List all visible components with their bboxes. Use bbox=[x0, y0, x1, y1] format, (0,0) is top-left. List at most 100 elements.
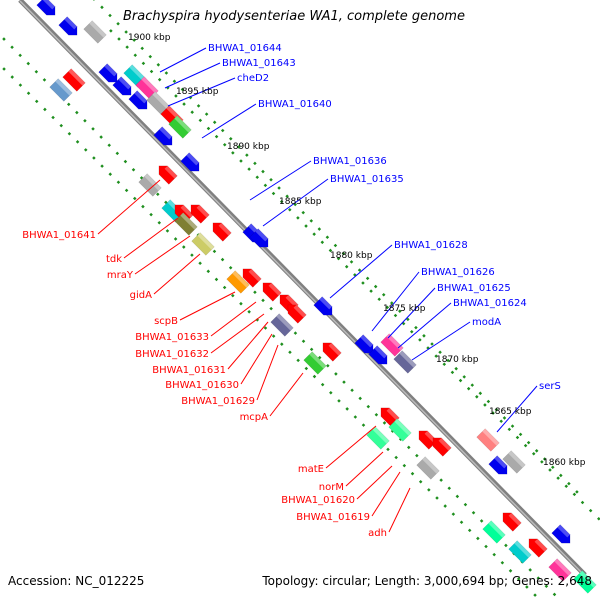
backbone-highlight bbox=[19, 0, 586, 577]
forward-label-connector bbox=[201, 103, 257, 139]
kbp-tick-label: 1875 kbp bbox=[383, 304, 426, 314]
forward-label-connector bbox=[159, 47, 207, 73]
gene-feature-2 bbox=[58, 16, 78, 36]
forward-gene-label: cheD2 bbox=[237, 73, 269, 84]
gene-feature-47 bbox=[502, 450, 526, 474]
reverse-gene-label: BHWA1_01641 bbox=[22, 230, 96, 241]
gene-feature-13 bbox=[168, 115, 192, 139]
forward-gene-label: serS bbox=[539, 381, 561, 392]
gene-feature-52 bbox=[551, 524, 571, 544]
gene-feature-50 bbox=[508, 540, 532, 564]
reverse-gene-label: adh bbox=[368, 528, 387, 539]
dotted-track-1 bbox=[93, 0, 581, 496]
gene-feature-53 bbox=[548, 558, 572, 582]
gene-feature-15 bbox=[180, 152, 200, 172]
dotted-track-4 bbox=[0, 63, 541, 600]
gene-feature-29 bbox=[287, 304, 307, 324]
gene-feature-40 bbox=[388, 418, 412, 442]
reverse-gene-label: BHWA1_01633 bbox=[135, 332, 209, 343]
reverse-gene-label: BHWA1_01619 bbox=[296, 512, 370, 523]
reverse-label-connector bbox=[345, 451, 384, 487]
kbp-tick-label: 1860 kbp bbox=[543, 458, 586, 468]
gene-feature-33 bbox=[322, 342, 342, 362]
reverse-label-connector bbox=[134, 235, 191, 275]
reverse-gene-label: BHWA1_01630 bbox=[165, 380, 239, 391]
gene-feature-23 bbox=[212, 222, 232, 242]
kbp-tick-label: 1870 kbp bbox=[436, 355, 479, 365]
reverse-gene-label: gidA bbox=[130, 290, 152, 301]
reverse-label-connector bbox=[388, 487, 411, 533]
forward-gene-label: BHWA1_01636 bbox=[313, 156, 387, 167]
reverse-gene-label: BHWA1_01632 bbox=[135, 349, 209, 360]
gene-feature-37 bbox=[380, 333, 404, 357]
forward-gene-label: BHWA1_01624 bbox=[453, 298, 527, 309]
forward-gene-label: BHWA1_01640 bbox=[258, 99, 332, 110]
reverse-label-connector bbox=[210, 313, 265, 354]
gene-feature-1 bbox=[36, 0, 56, 16]
gene-feature-49 bbox=[482, 520, 506, 544]
gene-feature-46 bbox=[488, 455, 508, 475]
forward-label-connector bbox=[397, 302, 452, 349]
forward-label-connector bbox=[387, 287, 436, 339]
reverse-gene-label: tdk bbox=[106, 254, 122, 265]
forward-gene-label: BHWA1_01635 bbox=[330, 174, 404, 185]
reverse-gene-label: BHWA1_01631 bbox=[152, 365, 226, 376]
gene-feature-14 bbox=[153, 126, 173, 146]
gene-feature-31 bbox=[270, 313, 294, 337]
kbp-tick-label: 1880 kbp bbox=[330, 251, 373, 261]
forward-gene-label: BHWA1_01626 bbox=[421, 267, 495, 278]
forward-label-connector bbox=[164, 62, 221, 89]
gene-feature-21 bbox=[174, 212, 198, 236]
gene-feature-27 bbox=[262, 282, 282, 302]
reverse-label-connector bbox=[227, 321, 269, 370]
reverse-label-connector bbox=[256, 344, 279, 401]
reverse-label-connector bbox=[153, 253, 201, 295]
reverse-label-connector bbox=[356, 465, 393, 500]
reverse-label-connector bbox=[325, 425, 377, 469]
forward-label-connector bbox=[411, 321, 471, 361]
reverse-label-connector bbox=[240, 333, 273, 385]
genome-summary: Topology: circular; Length: 3,000,694 bp… bbox=[262, 574, 592, 588]
accession-text: Accession: NC_012225 bbox=[8, 574, 145, 588]
reverse-gene-label: norM bbox=[319, 482, 344, 493]
gene-feature-36 bbox=[368, 345, 388, 365]
forward-label-connector bbox=[249, 160, 312, 201]
reverse-label-connector bbox=[210, 301, 257, 337]
forward-label-connector bbox=[167, 77, 236, 107]
gene-feature-20 bbox=[190, 204, 210, 224]
reverse-gene-label: matE bbox=[298, 464, 324, 475]
reverse-gene-label: BHWA1_01629 bbox=[181, 396, 255, 407]
forward-label-connector bbox=[329, 244, 393, 299]
reverse-label-connector bbox=[269, 372, 304, 417]
reverse-gene-label: mraY bbox=[107, 270, 134, 281]
gene-feature-54 bbox=[573, 570, 597, 594]
gene-feature-4 bbox=[62, 68, 86, 92]
gene-feature-22 bbox=[191, 232, 215, 256]
gene-feature-16 bbox=[158, 165, 178, 185]
gene-feature-6 bbox=[98, 63, 118, 83]
gene-feature-26 bbox=[242, 268, 262, 288]
forward-gene-label: BHWA1_01643 bbox=[222, 58, 296, 69]
gene-feature-32 bbox=[313, 296, 333, 316]
reverse-label-connector bbox=[371, 471, 401, 517]
gene-feature-25 bbox=[249, 228, 269, 248]
gene-feature-5 bbox=[49, 78, 73, 102]
gene-feature-43 bbox=[432, 437, 452, 457]
gene-feature-30 bbox=[226, 270, 250, 294]
reverse-label-connector bbox=[97, 179, 161, 235]
gene-feature-45 bbox=[476, 428, 500, 452]
kbp-tick-label: 1890 kbp bbox=[227, 142, 270, 152]
gene-feature-3 bbox=[83, 20, 107, 44]
forward-gene-label: BHWA1_01644 bbox=[208, 43, 282, 54]
gene-feature-41 bbox=[366, 426, 390, 450]
reverse-gene-label: BHWA1_01620 bbox=[281, 495, 355, 506]
gene-feature-44 bbox=[416, 456, 440, 480]
map-title: Brachyspira hyodysenteriae WA1, complete… bbox=[123, 9, 465, 24]
reverse-label-connector bbox=[179, 291, 236, 321]
kbp-tick-label: 1900 kbp bbox=[128, 33, 171, 43]
gene-feature-48 bbox=[502, 512, 522, 532]
kbp-tick-label: 1895 kbp bbox=[176, 87, 219, 97]
dotted-track-3 bbox=[0, 33, 561, 600]
